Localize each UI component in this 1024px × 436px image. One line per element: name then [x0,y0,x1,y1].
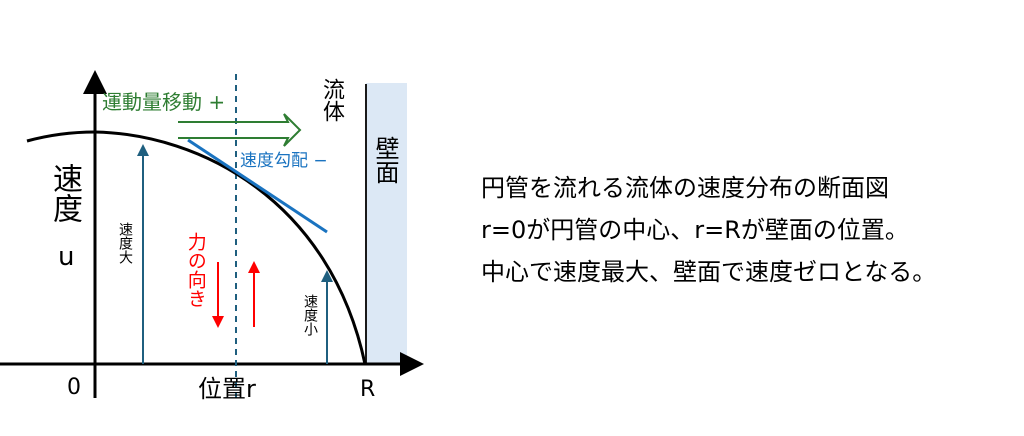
description-line-2: r=0が円管の中心、r=Rが壁面の位置。 [481,216,909,244]
description-line-1: 円管を流れる流体の速度分布の断面図 [481,174,889,202]
y-axis-label: 速度 [47,163,82,223]
high-speed-label: 速度大 [117,222,133,264]
velocity-profile-curve [26,130,367,365]
fluid-label: 流体 [319,78,344,122]
velocity-gradient-tangent [187,138,328,234]
description-line-3: 中心で速度最大、壁面で速度ゼロとなる。 [481,258,937,286]
momentum-transfer-arrow [178,113,302,147]
wall-label: 壁面 [371,136,399,184]
wall-fill [366,83,407,364]
origin-label: 0 [67,375,81,400]
x-axis-label: 位置r [198,375,256,403]
force-direction-label: 力の向き [184,232,207,308]
wall-position-label: R [360,377,376,402]
low-speed-label: 速度小 [302,294,318,336]
momentum-transfer-label: 運動量移動 + [102,90,226,114]
velocity-gradient-label: 速度勾配 − [240,151,328,171]
y-axis-symbol: u [58,242,75,272]
